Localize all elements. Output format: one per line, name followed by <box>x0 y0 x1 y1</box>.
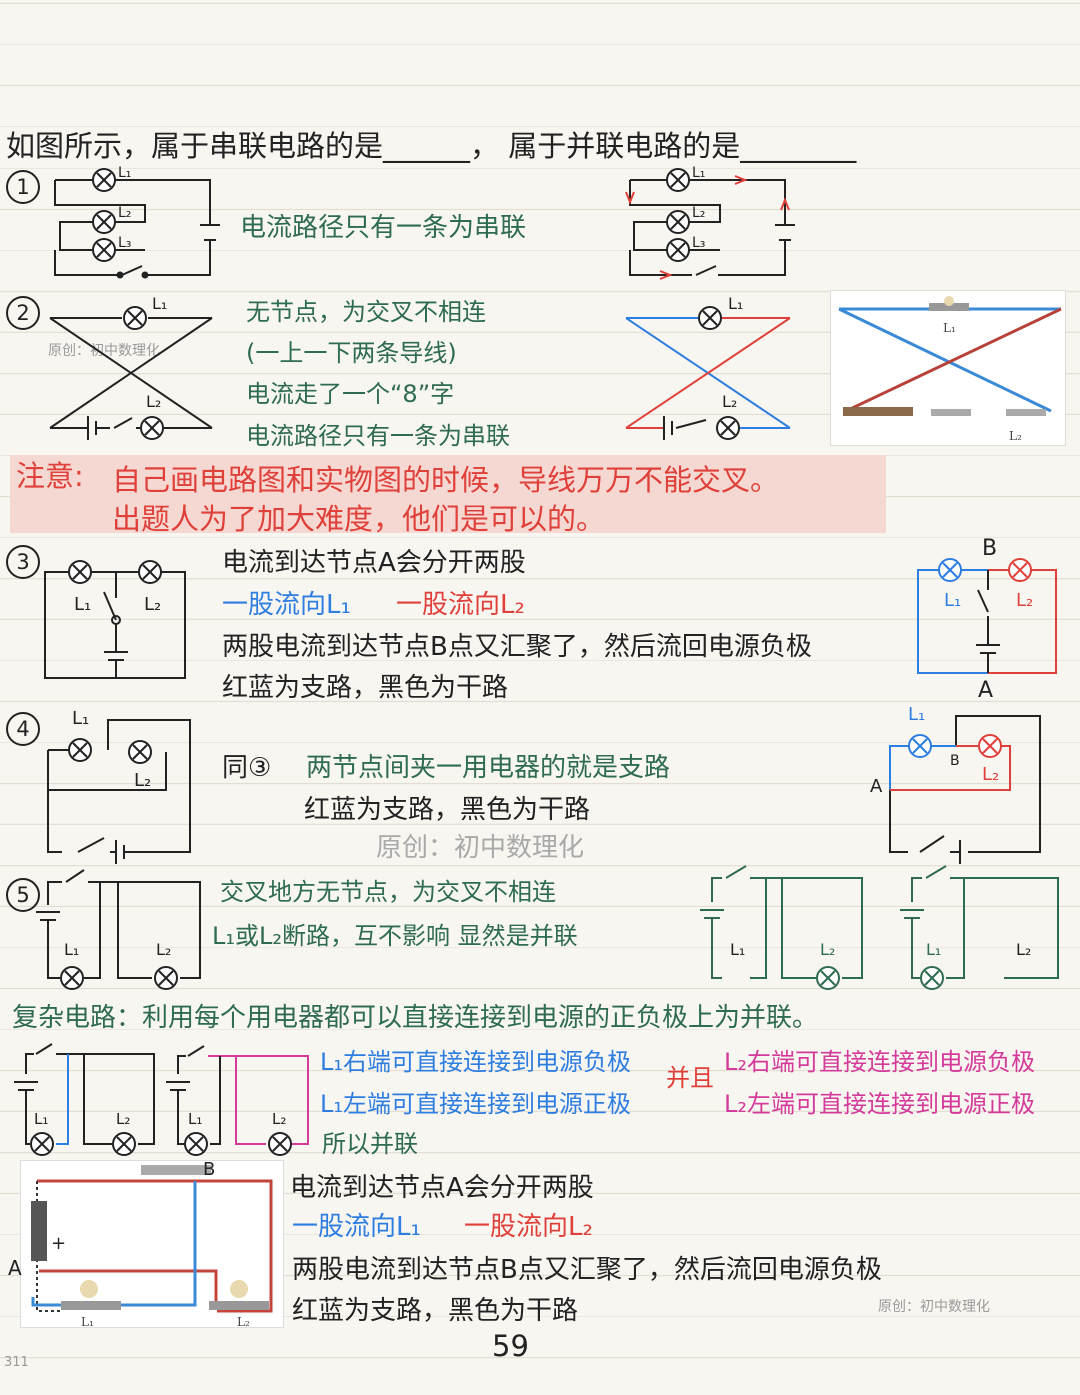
section-2-line-3: 电流走了一个“8”字 <box>246 380 455 408</box>
complex-l2-right: L₂右端可直接连接到电源负极 <box>724 1048 1035 1076</box>
photo-2-plus: + <box>51 1233 67 1254</box>
photo-2-label-l1: L₁ <box>81 1315 94 1329</box>
s5-right2-l1: L₁ <box>926 940 942 959</box>
section-5-line-1: 交叉地方无节点，为交叉不相连 <box>220 878 556 906</box>
section-1-note: 电流路径只有一条为串联 <box>240 213 527 243</box>
s5-right1-l2: L₂ <box>820 940 836 959</box>
corner-number: 311 <box>4 1355 29 1370</box>
photo-parallel-circuit: L₁ L₂ B + <box>20 1159 284 1329</box>
section-5-number: 5 <box>6 878 40 912</box>
complex-conclusion: 所以并联 <box>322 1130 418 1158</box>
s2-left-l2: L₂ <box>146 392 162 411</box>
photo-parallel-wires <box>31 1165 273 1313</box>
s5-left-l2: L₂ <box>156 940 172 959</box>
section-2-line-1: 无节点，为交叉不相连 <box>246 298 486 326</box>
answer-blank-series[interactable]: ______ <box>383 129 471 163</box>
section-3-line-3: 两股电流到达节点B点又汇聚了，然后流回电源负极 <box>222 632 812 662</box>
question-sep: ， <box>470 129 500 163</box>
section-4-number: 4 <box>6 712 40 746</box>
section-3-line-4: 红蓝为支路，黑色为干路 <box>222 673 509 703</box>
answer-blank-parallel[interactable]: ________ <box>740 129 857 163</box>
warning-line-1: 自己画电路图和实物图的时候，导线万万不能交叉。 <box>112 463 780 497</box>
section-2-line-4: 电流路径只有一条为串联 <box>246 422 510 450</box>
photo-crossed-wires <box>838 296 1062 416</box>
s3-right-node-a: A <box>978 678 994 703</box>
s4-left-l1: L₁ <box>72 708 90 729</box>
s1-left-l3: L₃ <box>118 235 132 251</box>
warning-line-2: 出题人为了加大难度，他们是可以的。 <box>112 502 606 536</box>
section-3-number: 3 <box>6 545 40 579</box>
section-2-number: 2 <box>6 296 40 330</box>
s4-right-l2: L₂ <box>982 764 1000 785</box>
question-part2: 属于并联电路的是 <box>508 129 741 163</box>
bottom-branch-2: 一股流向L₂ <box>464 1212 593 1242</box>
s3-left-l1: L₁ <box>74 594 92 615</box>
complex-a-l2: L₂ <box>116 1110 131 1128</box>
s1-left-l1: L₁ <box>118 165 132 181</box>
s1-right-l3: L₃ <box>692 235 706 251</box>
watermark-left: 原创：初中数理化 <box>48 343 160 359</box>
s3-left-l2: L₂ <box>144 594 162 615</box>
section-4-line-2: 红蓝为支路，黑色为干路 <box>304 795 591 825</box>
s4-right-node-b: B <box>950 753 960 769</box>
photo-2-label-l2: L₂ <box>237 1315 250 1329</box>
s2-left-l1: L₁ <box>152 294 168 313</box>
question-part1: 如图所示，属于串联电路的是 <box>6 129 384 163</box>
complex-b-l1: L₁ <box>188 1110 203 1128</box>
s5-left-l1: L₁ <box>64 940 80 959</box>
s3-right-l2: L₂ <box>1016 590 1034 611</box>
watermark-center: 原创：初中数理化 <box>376 833 585 863</box>
complex-l2-left: L₂左端可直接连接到电源正极 <box>724 1090 1035 1118</box>
section-1-number: 1 <box>6 170 40 204</box>
s3-right-node-b: B <box>982 536 998 561</box>
photo-2-label-b: B <box>203 1159 216 1180</box>
complex-title: 复杂电路：利用每个用电器都可以直接连接到电源的正负极上为并联。 <box>12 1003 819 1033</box>
complex-b-l2: L₂ <box>272 1110 287 1128</box>
s2-right-l1: L₁ <box>728 294 744 313</box>
warning-label: 注意: <box>16 459 84 493</box>
s5-right2-l2: L₂ <box>1016 940 1032 959</box>
s5-right1-l1: L₁ <box>730 940 746 959</box>
s4-right-l1: L₁ <box>908 704 926 725</box>
section-4-note: 两节点间夹一用电器的就是支路 <box>306 753 671 783</box>
s4-right-node-a: A <box>870 776 883 797</box>
section-2-line-2: (一上一下两条导线) <box>246 339 457 367</box>
photo-1-label-l1: L₁ <box>943 321 956 335</box>
warning-highlight <box>10 455 886 533</box>
section-5-line-2: L₁或L₂断路，互不影响 显然是并联 <box>212 922 578 950</box>
photo-1-label-l2: L₂ <box>1009 429 1022 443</box>
complex-and: 并且 <box>666 1064 714 1092</box>
s1-right-l1: L₁ <box>692 165 706 181</box>
complex-a-l1: L₁ <box>34 1110 49 1128</box>
photo-crossed-circuit: L₁ L₂ <box>830 290 1066 446</box>
complex-l1-right: L₁右端可直接连接到电源负极 <box>320 1048 631 1076</box>
s1-right-l2: L₂ <box>692 205 706 221</box>
bottom-line-3: 两股电流到达节点B点又汇聚了，然后流回电源负极 <box>292 1255 882 1285</box>
photo-2-label-a: A <box>8 1256 22 1280</box>
section-3-branch-2: 一股流向L₂ <box>396 590 525 620</box>
s3-right-l1: L₁ <box>944 590 962 611</box>
section-3-branch-1: 一股流向L₁ <box>222 590 351 620</box>
s1-left-l2: L₂ <box>118 205 132 221</box>
bottom-branch-1: 一股流向L₁ <box>292 1212 421 1242</box>
section-4-same: 同③ <box>222 753 272 783</box>
bottom-line-4: 红蓝为支路，黑色为干路 <box>292 1296 579 1326</box>
section-3-line-1: 电流到达节点A会分开两股 <box>222 548 526 578</box>
bottom-line-1: 电流到达节点A会分开两股 <box>290 1173 594 1203</box>
s4-left-l2: L₂ <box>134 770 152 791</box>
page-number: 59 <box>492 1329 529 1363</box>
watermark-bottom: 原创：初中数理化 <box>878 1299 990 1315</box>
question-line: 如图所示，属于串联电路的是______， 属于并联电路的是________ <box>6 132 856 161</box>
s2-right-l2: L₂ <box>722 392 738 411</box>
complex-l1-left: L₁左端可直接连接到电源正极 <box>320 1090 631 1118</box>
